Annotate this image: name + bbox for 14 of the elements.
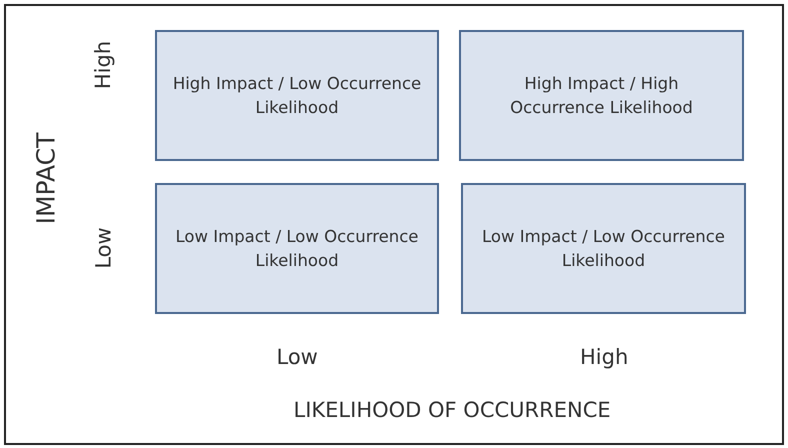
axis-tick-label: High <box>91 40 116 90</box>
quadrant-box <box>461 183 746 314</box>
axis-tick-label: Low <box>276 345 318 369</box>
quadrant-box <box>155 183 439 314</box>
quadrant-text: High Impact / High Occurrence Likelihood <box>509 72 694 118</box>
axis-tick-label: Low <box>91 227 116 269</box>
axis-title: LIKELIHOOD OF OCCURRENCE <box>294 398 611 422</box>
quadrant-text: Low Impact / Low Occurrence Likelihood <box>481 226 726 272</box>
quadrant-box <box>459 30 744 161</box>
quadrant-box <box>155 30 439 161</box>
axis-tick-label: High <box>580 345 628 369</box>
quadrant-text: Low Impact / Low Occurrence Likelihood <box>174 226 420 272</box>
axis-title: IMPACT <box>31 132 60 224</box>
quadrant-text: High Impact / Low Occurrence Likelihood <box>172 72 422 118</box>
